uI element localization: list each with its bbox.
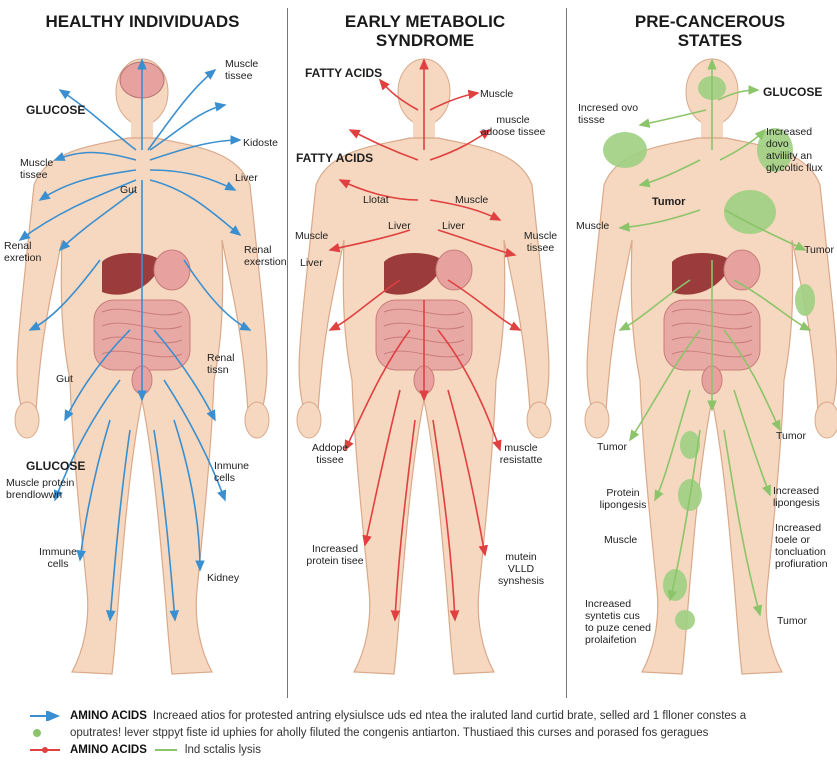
tumor-blob [603,132,647,168]
left-hand [585,402,609,438]
label-fatty-acids-mid: FATTY ACIDS [296,152,373,164]
label-tumor-bottom: Tumor [777,615,807,627]
panel-title-precancer: PRE-CANCEROUS STATES [590,12,830,50]
label-immune-cells: Immune cells [28,546,88,570]
left-hand [297,402,321,438]
panel-divider-2 [566,8,567,698]
label-muscle-tissee-right: Muscle tissee [513,230,568,254]
blue-arrow-icon [30,711,64,721]
stomach [154,250,190,290]
label-glucose-bottom: GLUCOSE [26,460,85,472]
label-protein-lip: Protein lipongesis [588,487,658,511]
tumor-blob [795,284,815,316]
legend-text: oputrates! lever stppyt fiste id uphies … [70,727,708,739]
label-increased-ovo: Incresed ovo tissse [578,102,638,126]
panel-title-healthy: HEALTHY INDIVIDUADS [15,12,270,31]
label-renal-tissn: Renal tissn [207,352,234,376]
green-line-icon [153,745,179,755]
label-liver-left: Liver [388,220,411,232]
label-gut-left: Gut [56,373,73,385]
label-glucose-top: GLUCOSE [26,104,85,116]
label-increased-protein: Increased protein tisee [295,543,375,567]
legend-row-amino-red: AMINO ACIDS lnd sctalis lysis [30,744,261,756]
label-inmune-cells: Inmune cells [214,460,249,484]
label-addope: Addope tissee [300,442,360,466]
panel-title-metabolic: EARLY METABOLIC SYNDROME [300,12,550,50]
label-increased-lip: Increased lipongesis [773,485,820,509]
body-silhouette [299,138,549,674]
red-arrow-icon [30,745,64,755]
label-kidney: Kidney [207,572,239,584]
label-renal-exerstion: Renal exerstion [244,244,287,268]
label-muscle-left-3: Muscle [576,220,609,232]
label-muscle-tissee-top: Muscle tissee [225,58,258,82]
label-tumor-top: Tumor [652,196,685,208]
legend-row-amino-blue: AMINO ACIDS Increaed atios for protested… [30,710,746,722]
legend-row-green: oputrates! lever stppyt fiste id uphies … [30,727,708,739]
label-glucose: GLUCOSE [763,86,822,98]
label-increased-dovo: Increased dovo atviliity an glycoltic fl… [766,126,837,174]
label-tumor-mid: Tumor [597,441,627,453]
label-muscle-low: Muscle [604,534,637,546]
label-liver: Liver [235,172,258,184]
legend-text: Increaed atios for protested antring ely… [153,710,746,722]
label-muscle-top: Muscle [480,88,513,100]
legend-text: lnd sctalis lysis [185,744,261,756]
label-muscle-tissee-left: Muscle tissee [20,157,53,181]
label-mutein: mutein VLLD synshesis [486,551,556,587]
label-kidoste: Kidoste [243,137,278,149]
label-increased-syntetis: Increased syntetis cus to puze cened pro… [585,598,651,646]
label-tumor-right: Tumor [804,244,834,256]
label-gut-top: Gut [120,184,137,196]
tumor-blob [675,610,695,630]
right-hand [527,402,551,438]
label-increased-toele: Increased toele or toncluation profiurat… [775,522,828,570]
label-liver-low: Liver [300,257,323,269]
label-muscle-mid: Muscle [455,194,488,206]
label-muscle-resistatte: muscle resistatte [486,442,556,466]
legend-key: AMINO ACIDS [70,744,147,756]
right-hand [245,402,269,438]
tumor-blob [724,190,776,234]
label-liotat: Llotat [363,194,389,206]
tumor-blob [663,569,687,601]
panel-divider-1 [287,8,288,698]
label-tumor-right2: Tumor [776,430,806,442]
legend-key: AMINO ACIDS [70,710,147,722]
green-dot-icon [30,728,64,738]
label-muscle-adoose: muscle adoose tissee [468,114,558,138]
left-hand [15,402,39,438]
label-liver-right: Liver [442,220,465,232]
label-renal-exretion: Renal exretion [4,240,41,264]
right-hand [815,402,837,438]
label-muscle-left: Muscle [295,230,328,242]
label-fatty-acids-top: FATTY ACIDS [305,67,382,79]
label-muscle-protein: Muscle protein brendlowwn [6,477,74,501]
